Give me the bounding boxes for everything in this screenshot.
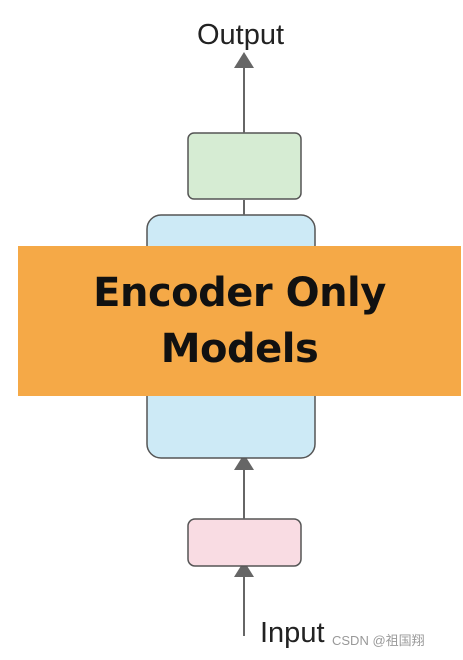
- banner-title-line-1: Encoder Only: [93, 270, 386, 316]
- output-block: [187, 132, 302, 200]
- csdn-watermark: CSDN @祖国翔: [332, 633, 425, 648]
- output-label: Output: [197, 19, 285, 51]
- input-label: Input: [260, 617, 325, 649]
- encoder-only-banner: Encoder Only Models: [18, 246, 461, 396]
- banner-title-line-2: Models: [160, 326, 319, 372]
- input-embedding-block: [187, 518, 302, 567]
